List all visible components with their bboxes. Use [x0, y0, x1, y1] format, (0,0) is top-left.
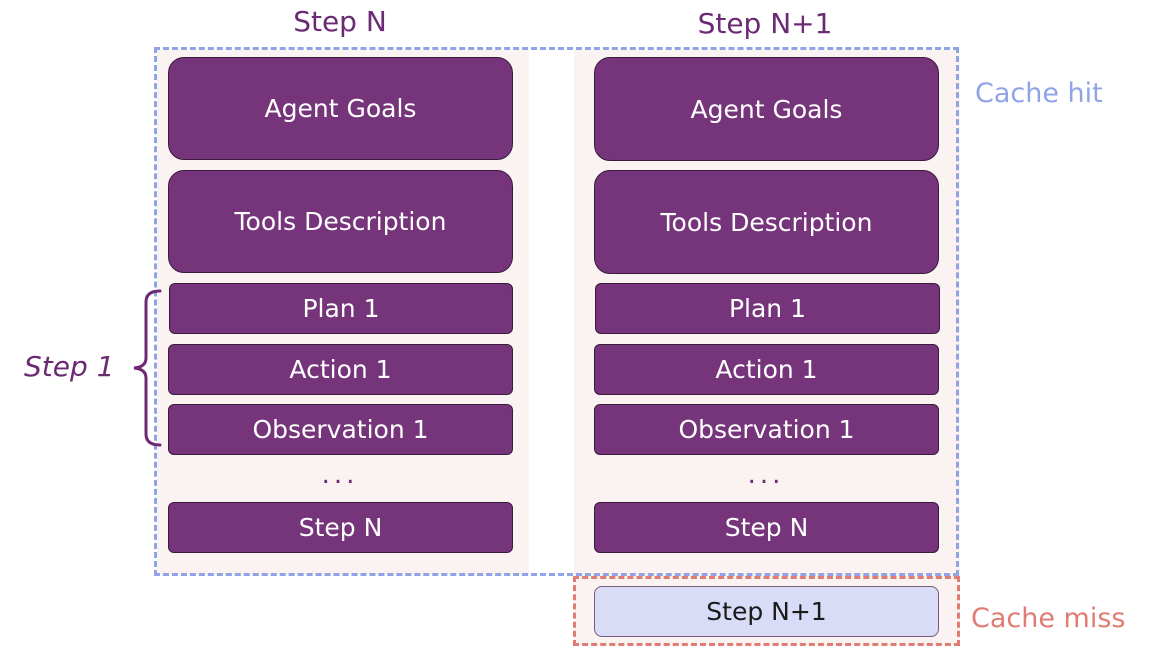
step-group-bracket — [133, 289, 162, 447]
step-n-block: Step N — [168, 502, 513, 553]
cache-hit-label: Cache hit — [975, 78, 1103, 109]
step-n-block: Step N — [594, 502, 939, 553]
agent-goals-block: Agent Goals — [168, 57, 513, 160]
plan-block: Plan 1 — [169, 283, 513, 334]
tools-description-block: Tools Description — [168, 170, 513, 273]
tools-description-block: Tools Description — [594, 170, 939, 274]
observation-block: Observation 1 — [168, 404, 513, 455]
ellipsis: ... — [747, 460, 785, 490]
column-title-step-n-plus-1: Step N+1 — [697, 7, 833, 40]
cache-miss-region — [573, 576, 960, 646]
observation-block: Observation 1 — [594, 404, 939, 455]
column-title-step-n: Step N — [293, 5, 387, 38]
ellipsis: ... — [321, 460, 359, 490]
action-block: Action 1 — [594, 344, 939, 395]
action-block: Action 1 — [168, 344, 513, 395]
cache-miss-label: Cache miss — [971, 603, 1126, 634]
step-n-plus-1-block: Step N+1 — [594, 586, 939, 637]
step-group-label: Step 1 — [24, 350, 115, 383]
cache-hit-region — [154, 47, 959, 576]
plan-block: Plan 1 — [595, 283, 940, 334]
agent-goals-block: Agent Goals — [594, 57, 939, 161]
